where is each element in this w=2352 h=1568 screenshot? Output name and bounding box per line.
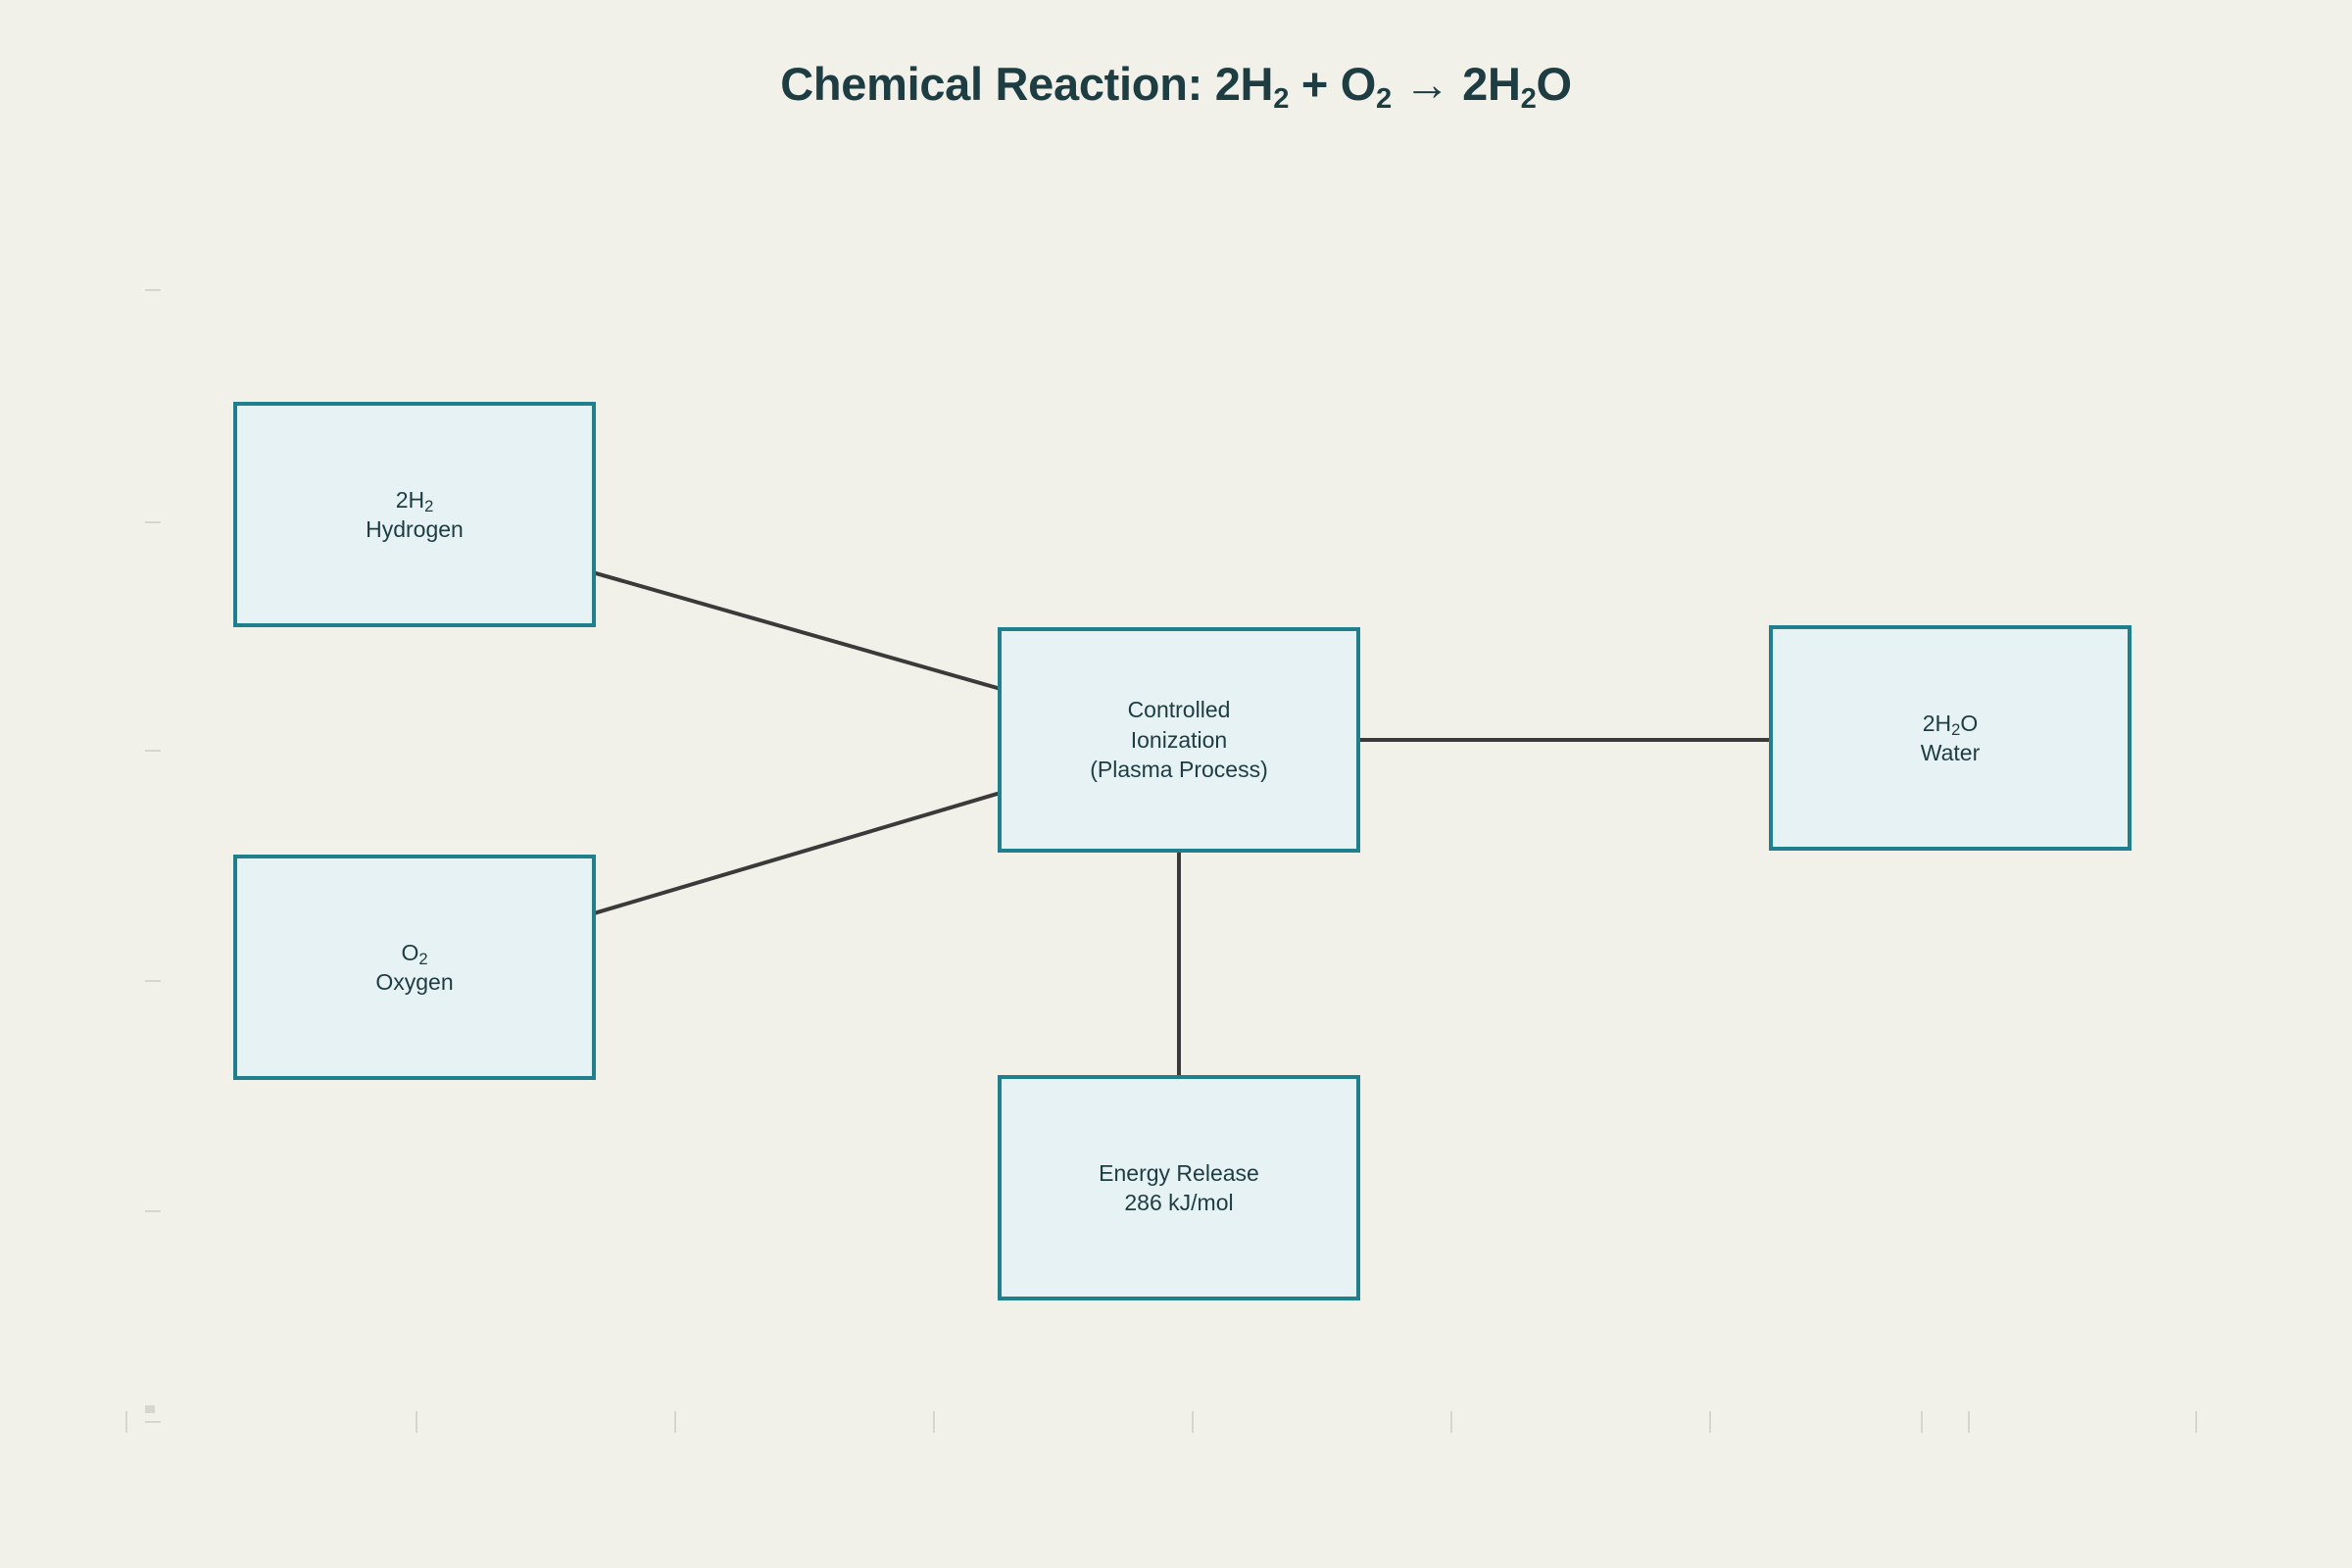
hydrogen-node-formula: 2H2: [395, 486, 434, 516]
title-mid: + O: [1289, 58, 1377, 110]
energy-node-formula: Energy Release: [1099, 1159, 1259, 1186]
title-sub-3: 2: [1520, 82, 1537, 115]
axis-tick-left: [145, 750, 161, 752]
process-node-name: Ionization: [1130, 726, 1228, 753]
title-sub-1: 2: [1273, 82, 1290, 115]
axis-tick-bottom: [125, 1411, 127, 1433]
process-node-formula: Controlled: [1127, 697, 1231, 723]
axis-tick-left: [145, 980, 161, 982]
axis-tick-bottom: [674, 1411, 676, 1433]
axis-tick-bottom: [1192, 1411, 1194, 1433]
oxygen-node-formula-subscript: 2: [418, 950, 428, 969]
oxygen-node-formula: O2: [401, 939, 428, 969]
water-node-formula: 2H2O: [1922, 710, 1979, 740]
axis-tick-left: [145, 521, 161, 523]
axis-tick-left: [145, 1421, 161, 1423]
hydrogen-node-formula-subscript: 2: [424, 497, 434, 516]
axis-tick-bottom: [1968, 1411, 1970, 1433]
water-node-name: Water: [1920, 740, 1981, 765]
axis-tick-bottom: [933, 1411, 935, 1433]
axis-tick-bottom: [416, 1411, 417, 1433]
axis-tick-bottom: [1921, 1411, 1923, 1433]
oxygen-node-name: Oxygen: [375, 969, 454, 995]
hydrogen-node-name: Hydrogen: [366, 516, 464, 542]
energy-node-name: 286 kJ/mol: [1124, 1190, 1234, 1215]
title-tail: O: [1536, 58, 1573, 110]
energy-node[interactable]: Energy Release 286 kJ/mol: [998, 1075, 1360, 1300]
title-arrow: → 2H: [1391, 58, 1521, 110]
water-node-formula-subscript: 2: [1951, 720, 1961, 740]
axis-tick-bottom: [1450, 1411, 1452, 1433]
page-title: Chemical Reaction: 2H2 + O2 → 2H2O: [0, 57, 2352, 115]
axis-tick-bottom: [2195, 1411, 2197, 1433]
axis-tick-left: [145, 289, 161, 291]
process-node-name: (Plasma Process): [1090, 757, 1268, 783]
title-sub-2: 2: [1376, 82, 1392, 115]
axis-corner-mark: [145, 1405, 155, 1413]
title-lead: Chemical Reaction: 2H: [780, 58, 1274, 110]
axis-tick-bottom: [1709, 1411, 1711, 1433]
axis-tick-left: [145, 1210, 161, 1212]
energy-node-label: Energy Release 286 kJ/mol: [1099, 1158, 1259, 1218]
